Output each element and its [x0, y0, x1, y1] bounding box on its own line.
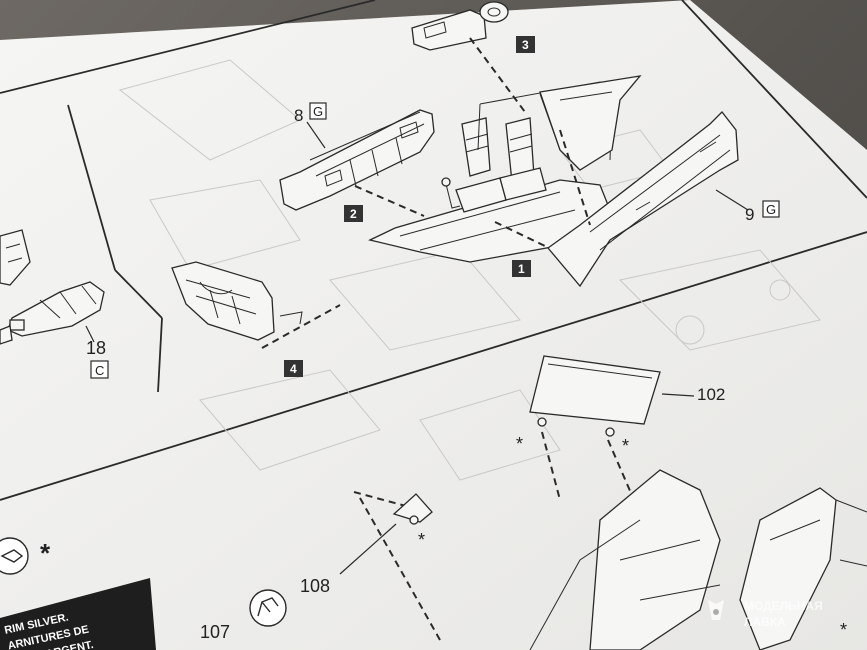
- part-9-number: 9: [745, 205, 754, 224]
- part-108-number: 108: [300, 576, 330, 596]
- glue-asterisk-102-right: *: [622, 436, 629, 456]
- part-108-leader: [339, 523, 397, 575]
- svg-text:2: 2: [350, 207, 357, 221]
- step-badge-3: 3: [516, 36, 535, 53]
- part-18-leader: [85, 325, 95, 343]
- door-part-drawing: [171, 261, 303, 341]
- svg-text:1: 1: [518, 262, 525, 276]
- part-108-drawing: [392, 493, 433, 525]
- svg-text:G: G: [766, 202, 776, 217]
- part-102-leader: [661, 393, 695, 397]
- svg-text:3: 3: [522, 38, 529, 52]
- dashboard-drawing: [411, 1, 509, 51]
- part-8-number: 8: [294, 106, 303, 125]
- panel-borders: [0, 0, 867, 501]
- interior-tub-drawing: [368, 75, 642, 263]
- glue-asterisk-body: *: [840, 620, 847, 640]
- part-9-drawing: [547, 111, 739, 288]
- part-18-sprue-box: C: [90, 360, 109, 379]
- part-8-sprue-box: G: [309, 102, 327, 120]
- step-badge-4: 4: [284, 360, 303, 377]
- body-shell-drawing: [529, 469, 867, 650]
- part-8-leader: [306, 121, 326, 149]
- glue-asterisk-108: *: [418, 530, 425, 550]
- part-18-number: 18: [86, 338, 106, 358]
- step-badge-2: 2: [344, 205, 363, 222]
- part-107-number: 107: [200, 622, 230, 642]
- glue-asterisk-102-left: *: [516, 434, 523, 454]
- assembly-guides-top: [261, 37, 591, 349]
- watermark-logo-icon: [708, 600, 724, 620]
- part-8-drawing: [279, 109, 435, 211]
- watermark: МОДЕЛЬНАЯ ЛАВКА: [708, 599, 823, 629]
- paint-notice-box: RIM SILVER. ARNITURES DE ILEUR ARGENT.: [0, 578, 156, 650]
- step-badge-1: 1: [512, 260, 531, 277]
- svg-text:4: 4: [290, 362, 297, 376]
- part-102-number: 102: [697, 385, 725, 404]
- part-102-drawing: [529, 355, 661, 437]
- part-18-drawing: [0, 229, 105, 345]
- legend-asterisk: *: [40, 538, 51, 568]
- svg-text:G: G: [313, 104, 323, 119]
- cement-icon: [249, 589, 287, 627]
- watermark-line-2: ЛАВКА: [744, 615, 786, 629]
- watermark-line-1: МОДЕЛЬНАЯ: [744, 599, 823, 613]
- svg-text:C: C: [95, 363, 104, 378]
- glue-icon: [0, 537, 29, 575]
- part-9-sprue-box: G: [762, 200, 780, 218]
- part-9-leader: [715, 189, 749, 211]
